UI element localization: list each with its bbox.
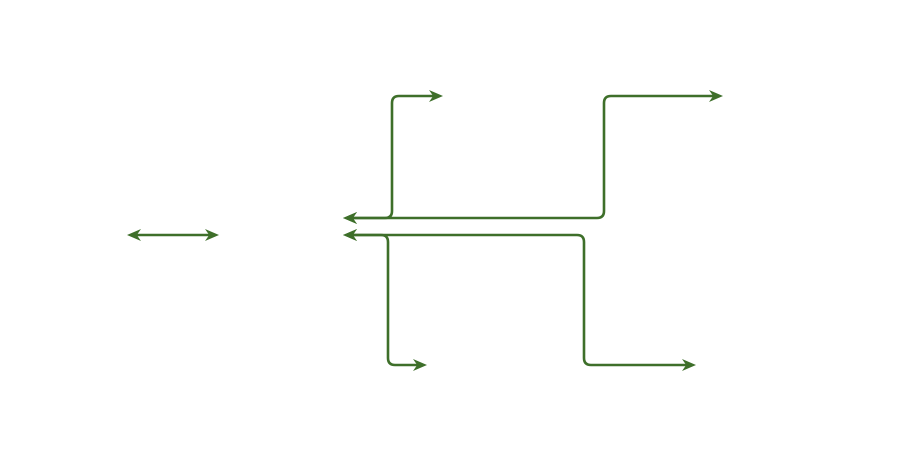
lower-long-elbow-connector-end-arrowhead-icon [682, 359, 696, 371]
connector-layer [127, 90, 723, 371]
upper-long-elbow-connector-start-arrowhead-icon [343, 212, 357, 224]
double-arrow-connector-start-arrowhead-icon [127, 229, 141, 241]
lower-long-elbow-connector-line [350, 233, 689, 367]
upper-long-elbow-connector [343, 90, 723, 224]
double-arrow-connector-end-arrowhead-icon [205, 229, 219, 241]
lower-short-elbow-connector-end-arrowhead-icon [413, 359, 427, 371]
upper-long-elbow-connector-line [350, 94, 716, 220]
double-arrow-connector [127, 229, 219, 241]
upper-short-elbow-connector-end-arrowhead-icon [429, 90, 443, 102]
lower-long-elbow-connector-start-arrowhead-icon [343, 229, 357, 241]
lower-long-elbow-connector [343, 229, 696, 371]
upper-long-elbow-connector-end-arrowhead-icon [709, 90, 723, 102]
